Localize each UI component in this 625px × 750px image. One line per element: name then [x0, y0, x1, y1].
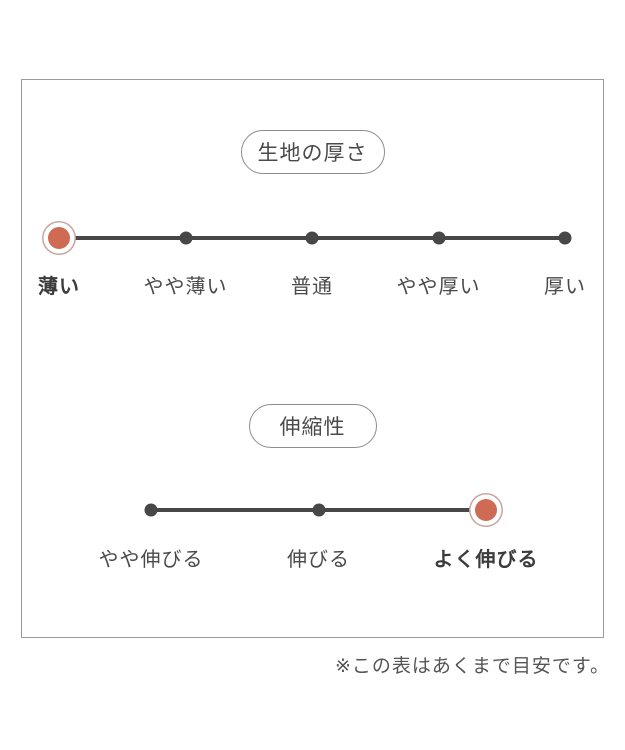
disclaimer-note: ※この表はあくまで目安です。	[334, 655, 610, 677]
thickness-label-slightly-thick: やや厚い	[396, 274, 481, 298]
stretch-label-very: よく伸びる	[433, 547, 539, 571]
stretch-dot	[144, 503, 158, 517]
thickness-label-normal: 普通	[291, 274, 333, 298]
thickness-label-thick: 厚い	[544, 274, 586, 298]
stretch-label-somewhat: やや伸びる	[98, 547, 204, 571]
stretch-dot	[312, 503, 325, 517]
stretch-labels: やや伸びる 伸びる よく伸びる	[99, 543, 538, 571]
thickness-dot	[179, 231, 192, 245]
thickness-scale	[48, 220, 572, 256]
thickness-label-thin: 薄い	[38, 274, 80, 298]
thickness-dot	[432, 231, 445, 245]
thickness-dot	[305, 231, 319, 245]
thickness-title: 生地の厚さ	[257, 141, 368, 165]
stretch-title-pill: 伸縮性	[248, 404, 377, 448]
stretch-title: 伸縮性	[279, 415, 346, 439]
thickness-dot	[558, 231, 572, 245]
stretch-scale	[144, 492, 497, 528]
thickness-labels: 薄い やや薄い 普通 やや厚い 厚い	[38, 270, 585, 298]
thickness-label-slightly-thin: やや薄い	[143, 274, 228, 298]
stretch-dot-selected	[475, 499, 497, 521]
spec-panel: 生地の厚さ 薄い やや薄い 普通 やや厚い 厚い 伸縮性 やや伸びる 伸びる よ…	[21, 79, 604, 638]
thickness-title-pill: 生地の厚さ	[240, 130, 385, 174]
thickness-dot-selected	[48, 227, 70, 249]
stretch-label-stretches: 伸びる	[287, 547, 350, 571]
